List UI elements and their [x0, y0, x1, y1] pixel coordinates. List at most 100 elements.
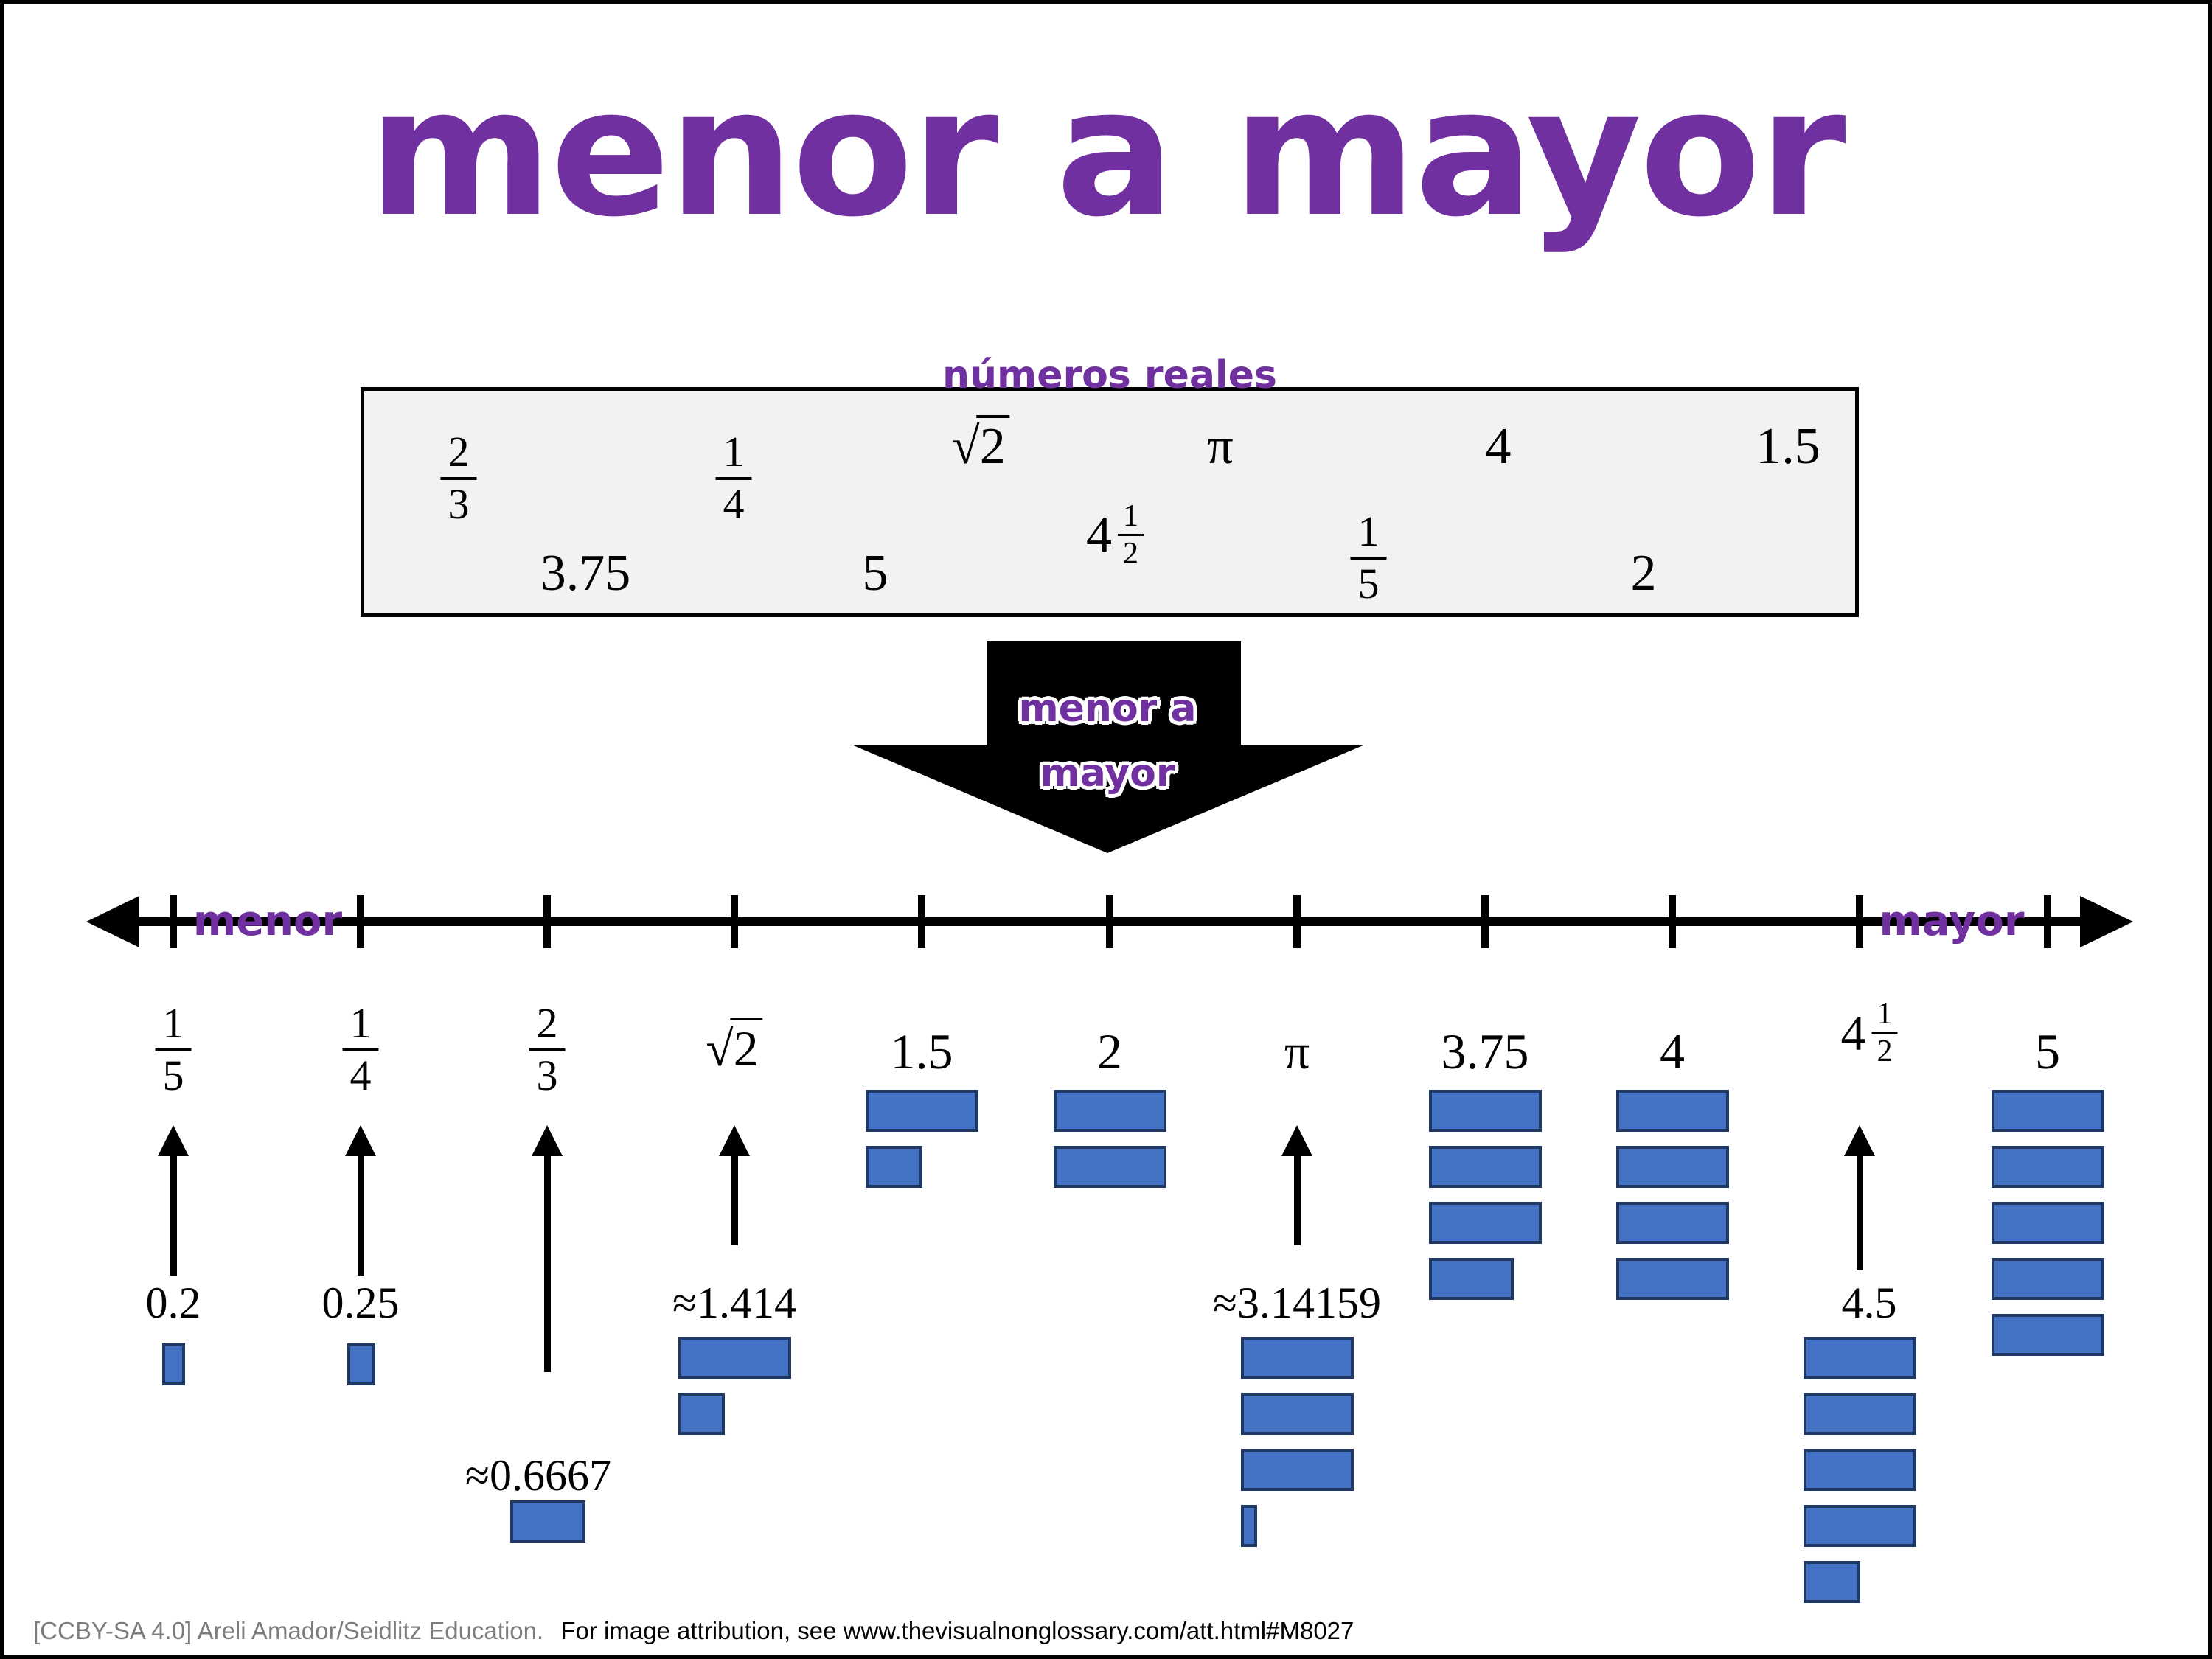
up-arrow-icon — [530, 1125, 564, 1372]
value-label-5: 5 — [2035, 1023, 2060, 1079]
bar-stack — [1992, 1090, 2104, 1370]
unit-bar — [1992, 1202, 2104, 1244]
arrow-shaft — [1856, 1156, 1863, 1270]
attribution: [CCBY-SA 4.0] Areli Amador/Seidlitz Educ… — [33, 1617, 1354, 1645]
up-arrow-icon — [717, 1125, 751, 1245]
arrow-shaft — [357, 1156, 364, 1276]
arrow-caption: menor a mayor — [1018, 676, 1196, 806]
box-value: 1.5 — [1756, 418, 1820, 475]
arrowhead — [1844, 1125, 1875, 1156]
decimal-label-1point414: ≈1.414 — [672, 1279, 796, 1327]
unit-bar — [1992, 1146, 2104, 1188]
box-value-pi: π — [1207, 418, 1234, 475]
arrow-shaft — [1293, 1156, 1301, 1245]
decimal-label-0point6667: ≈0.6667 — [465, 1451, 611, 1500]
unit-bar — [1429, 1090, 1542, 1132]
unit-bar — [1616, 1258, 1729, 1300]
tick-mark — [918, 895, 925, 948]
unit-bar — [1804, 1337, 1916, 1379]
bar-stack — [1054, 1090, 1166, 1202]
decimal-label-0point25: 0.25 — [321, 1279, 400, 1327]
arrowhead — [532, 1125, 563, 1156]
unit-bar — [1992, 1090, 2104, 1132]
arrow-shaft — [731, 1156, 738, 1245]
tick-mark — [2044, 895, 2051, 948]
unit-bar — [1616, 1202, 1729, 1244]
decimal-label-0point2: 0.2 — [145, 1279, 201, 1327]
bar-stack — [866, 1090, 978, 1202]
arrow-caption-line2: mayor — [1040, 751, 1175, 796]
unit-bar — [678, 1337, 791, 1379]
value-label-sqrt2: √2 — [706, 1018, 763, 1078]
up-arrow-icon — [344, 1125, 378, 1276]
value-label-3point75: 3.75 — [1441, 1023, 1529, 1079]
unit-bar — [1616, 1090, 1729, 1132]
bar-stack — [1804, 1337, 1916, 1617]
unit-bar — [1616, 1146, 1729, 1188]
up-arrow-icon — [1280, 1125, 1314, 1245]
unit-bar — [1241, 1337, 1354, 1379]
unit-bar — [1054, 1146, 1166, 1188]
unit-bar — [1804, 1561, 1860, 1603]
bar-stack — [1241, 1337, 1354, 1561]
number-line — [86, 895, 2133, 948]
tick-mark — [1293, 895, 1301, 948]
up-arrow-icon — [156, 1125, 190, 1276]
arrowhead — [158, 1125, 189, 1156]
arrowhead — [345, 1125, 376, 1156]
tick-mark — [170, 895, 177, 948]
unit-bar — [678, 1393, 725, 1435]
down-arrow-shape — [852, 641, 1365, 853]
down-arrow-icon — [852, 641, 1365, 853]
arrowhead — [719, 1125, 750, 1156]
unit-bar — [162, 1343, 185, 1385]
tick-mark — [1856, 895, 1863, 948]
number-line-label-mayor: mayor — [1879, 897, 2025, 945]
box-value: 5 — [862, 545, 888, 602]
value-label-4: 4 — [1660, 1023, 1685, 1079]
unit-bar — [1054, 1090, 1166, 1132]
bar-stack — [678, 1337, 791, 1449]
value-label-1point5: 1.5 — [890, 1023, 953, 1079]
unit-bar — [1241, 1393, 1354, 1435]
tick-mark — [1669, 895, 1676, 948]
tick-mark — [543, 895, 551, 948]
box-value-sqrt: √2 — [951, 415, 1010, 476]
box-value: 4 — [1485, 418, 1512, 475]
value-label-pi: π — [1284, 1023, 1310, 1079]
unit-bar — [866, 1146, 922, 1188]
unit-bar — [1804, 1449, 1916, 1491]
license-text: [CCBY-SA 4.0] Areli Amador/Seidlitz Educ… — [33, 1617, 544, 1644]
unit-bar — [1992, 1258, 2104, 1300]
up-arrow-icon — [1843, 1125, 1877, 1270]
bar-stack — [1429, 1090, 1542, 1314]
unit-bar — [1241, 1505, 1257, 1547]
decimal-label-4point5: 4.5 — [1841, 1279, 1897, 1327]
tick-mark — [1481, 895, 1489, 948]
bar-stack — [117, 1343, 230, 1399]
arrow-shaft — [543, 1156, 551, 1372]
arrowhead — [1281, 1125, 1312, 1156]
unit-bar — [1992, 1314, 2104, 1356]
tick-mark — [357, 895, 364, 948]
unit-bar — [509, 1500, 585, 1543]
value-label-2: 2 — [1097, 1023, 1122, 1079]
arrow-caption-line1: menor a — [1018, 686, 1197, 731]
unit-bar — [1804, 1393, 1916, 1435]
tick-mark — [731, 895, 738, 948]
bar-stack — [305, 1343, 417, 1399]
bar-stack — [491, 1500, 604, 1557]
unit-bar — [1429, 1202, 1542, 1244]
right-arrowhead-icon — [2080, 896, 2133, 947]
box-value: 2 — [1630, 545, 1657, 602]
